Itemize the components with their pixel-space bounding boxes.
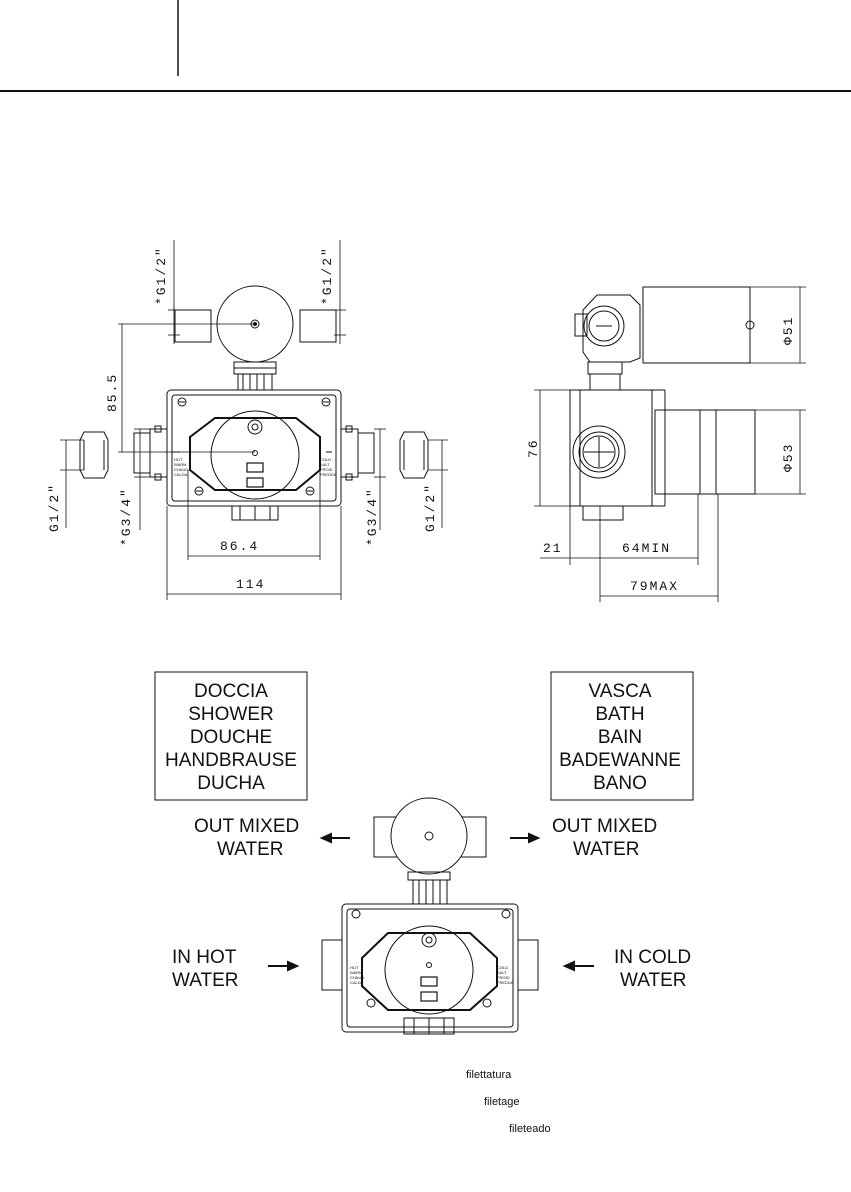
dim-86-4: 86.4 [220,539,259,554]
shower-label-fr: DOUCHE [190,727,272,748]
bath-label-it: VASCA [588,681,651,702]
out-left-line1: OUT MIXED [194,816,299,837]
arrow-out-left-icon [319,832,332,844]
dim-79max: 79MAX [630,579,679,594]
svg-text:HOT: HOT [174,457,183,462]
diverter-top [174,285,337,391]
front-hot-labels: HOT WARM CHAUD CALDA [174,457,188,477]
shower-label-it: DOCCIA [194,681,268,702]
cartridge-cap-lower [654,409,756,495]
in-cold-line2: WATER [620,970,687,991]
svg-text:KALT: KALT [320,462,330,467]
arrow-in-hot-icon [287,960,300,972]
shower-label-en: SHOWER [188,704,274,725]
svg-text:COLD: COLD [497,965,508,970]
front-dimension-lines [60,240,448,600]
dim-g12-top-left: *G1/2" [154,246,169,305]
note-fileteado: fileteado [509,1123,551,1135]
flow-labels: OUT MIXED WATER OUT MIXED WATER IN HOT W… [172,816,691,991]
front-view [60,240,448,600]
shower-label-es: DUCHA [197,773,265,794]
dim-g34-left: *G3/4" [119,487,134,546]
dim-64min: 64MIN [622,541,671,556]
in-hot-line2: WATER [172,970,239,991]
flow-hot-labels: HOT WARM CHAUD CALDA [350,965,364,985]
bath-label-en: BATH [595,704,644,725]
dim-76: 76 [526,438,541,458]
svg-text:CALDA: CALDA [174,472,188,477]
svg-text:KALT: KALT [497,970,507,975]
shower-label-de: HANDBRAUSE [165,750,297,771]
shower-box: DOCCIA SHOWER DOUCHE HANDBRAUSE DUCHA [154,671,308,801]
flow-cold-labels: COLD KALT FROID FREDDA [497,965,514,985]
in-cold-line1: IN COLD [614,947,691,968]
front-cold-labels: COLD KALT FROID FREDDA [320,457,337,477]
in-hot-line1: IN HOT [172,947,237,968]
svg-text:FROID: FROID [320,467,333,472]
flow-arrows [268,832,594,972]
out-left-line2: WATER [217,839,284,860]
dim-85-5: 85.5 [105,373,120,412]
page-header [0,0,851,92]
out-right-line1: OUT MIXED [552,816,657,837]
svg-text:CALDA: CALDA [350,980,364,985]
arrow-in-cold-icon [562,960,575,972]
cartridge-cap-upper [642,286,751,364]
svg-text:HOT: HOT [350,965,359,970]
dim-g12-right: G1/2" [423,483,438,532]
dim-21: 21 [543,541,563,556]
svg-text:COLD: COLD [320,457,331,462]
bath-label-fr: BAIN [598,727,642,748]
flow-valve [321,797,539,1035]
dim-phi51: Φ51 [781,316,796,345]
bath-label-de: BADEWANNE [559,750,681,771]
dim-114: 114 [236,577,265,592]
svg-text:WARM: WARM [350,970,363,975]
side-view [569,286,756,521]
dim-g34-right: *G3/4" [365,487,380,546]
svg-text:CHAUD: CHAUD [350,975,364,980]
svg-text:WARM: WARM [174,462,187,467]
bath-label-es: BANO [593,773,647,794]
note-filettatura: filettatura [466,1069,512,1081]
bath-box: VASCA BATH BAIN BADEWANNE BANO [550,671,694,801]
svg-text:FROID: FROID [497,975,510,980]
svg-text:FREDDA: FREDDA [320,472,337,477]
svg-text:CHAUD: CHAUD [174,467,188,472]
svg-text:FREDDA: FREDDA [497,980,514,985]
note-filetage: filetage [484,1096,519,1108]
dim-g12-top-right: *G1/2" [320,246,335,305]
out-right-line2: WATER [573,839,640,860]
side-dimension-lines [534,286,806,602]
arrow-out-right-icon [528,832,541,844]
dim-g12-left: G1/2" [47,483,62,532]
dim-phi53: Φ53 [781,443,796,472]
